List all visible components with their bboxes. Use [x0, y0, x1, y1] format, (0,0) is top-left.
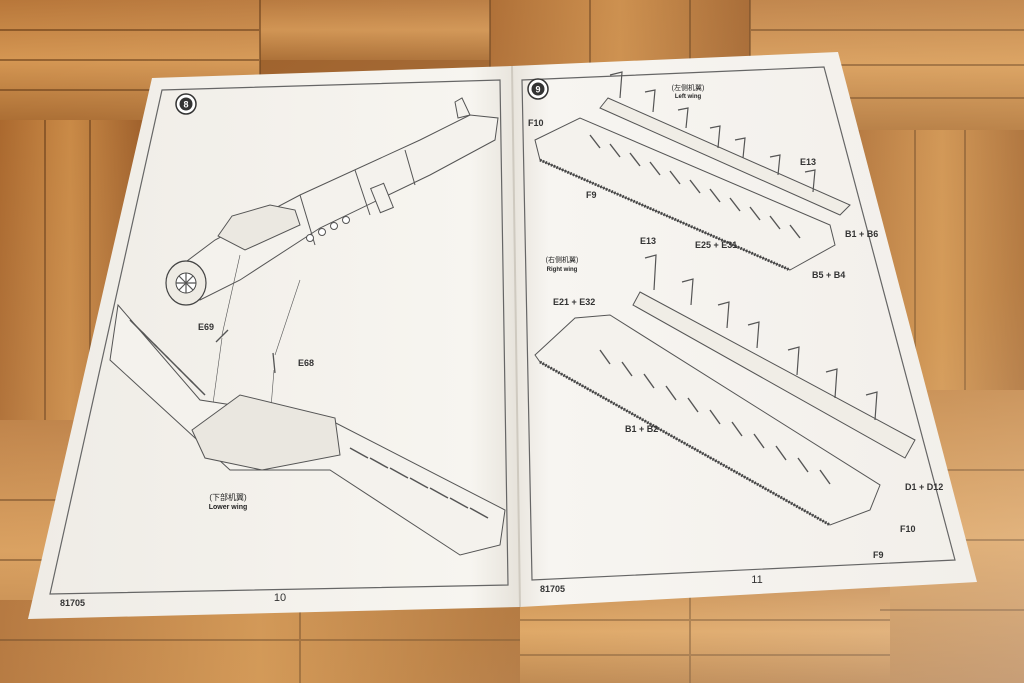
wing-label-en: Lower wing — [209, 504, 248, 511]
page-number: 11 — [751, 574, 762, 586]
lower-wing-drawing-icon — [109, 303, 506, 556]
left-page: 8 — [28, 66, 520, 619]
part-label: B5 + B4 — [812, 270, 845, 280]
lower-wing-label-en: Right wing — [547, 267, 578, 273]
right-wing-drawing-icon — [534, 254, 916, 527]
part-label: B1 + B2 — [625, 424, 658, 434]
part-label: B1 + B6 — [845, 229, 878, 239]
kit-code: 81705 — [60, 598, 85, 608]
part-label: F10 — [528, 118, 544, 128]
right-page: 9 (左侧机翼) Left wing — [512, 52, 977, 607]
part-label: E13 — [640, 236, 656, 246]
upper-wing-label-en: Left wing — [675, 94, 702, 100]
part-label: F10 — [900, 524, 916, 534]
kit-code: 81705 — [540, 584, 565, 594]
step-number: 8 — [183, 100, 188, 110]
left-wing-drawing-icon — [534, 71, 851, 272]
part-label: D1 + D12 — [905, 482, 943, 492]
lower-wing-label-cn: (右侧机翼) — [546, 255, 579, 264]
fuselage-drawing-icon — [174, 97, 499, 301]
page-number: 10 — [274, 592, 286, 604]
part-label: E21 + E32 — [553, 297, 595, 307]
part-label: E25 + E31 — [695, 240, 737, 250]
engine-cowling-icon — [165, 260, 207, 306]
step-badge-icon: 8 — [175, 93, 197, 115]
step-badge-icon: 9 — [527, 78, 549, 100]
part-label: E69 — [198, 322, 214, 332]
part-label: F9 — [873, 550, 884, 560]
upper-wing-label-cn: (左侧机翼) — [672, 83, 705, 92]
page-gutter — [511, 65, 521, 608]
part-label: E68 — [298, 358, 314, 368]
wing-label-cn: (下部机翼) — [209, 492, 247, 502]
part-label: E13 — [800, 157, 816, 167]
step-number: 9 — [535, 85, 540, 95]
part-label: F9 — [586, 190, 597, 200]
